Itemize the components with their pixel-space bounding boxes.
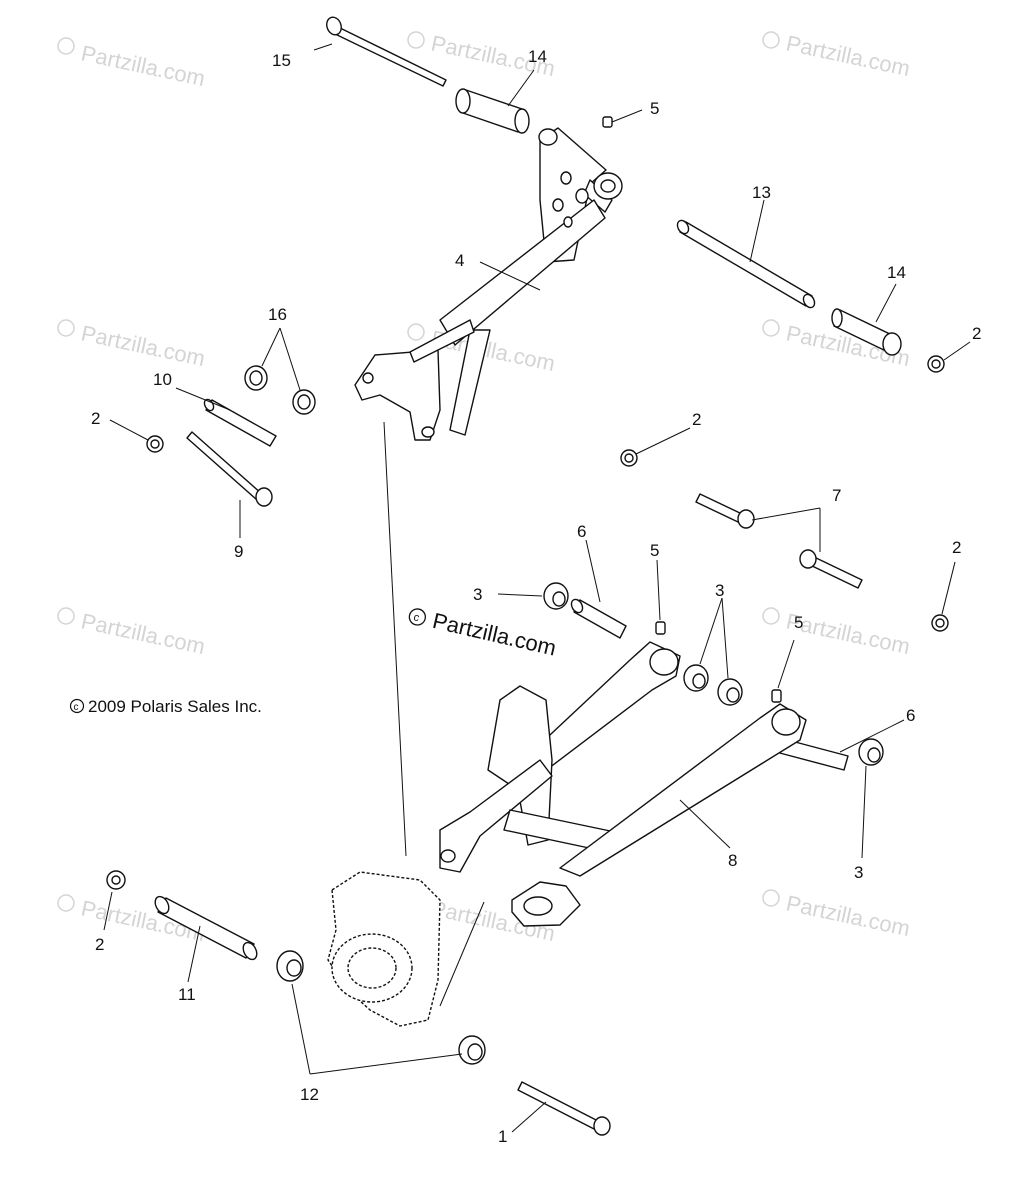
watermark: Partzilla.com [79,320,207,371]
part-7-bolt-a [695,493,755,529]
part-14-bushing-right [831,308,902,356]
part-11-sleeve [154,895,258,961]
copyright-credit: c 2009 Polaris Sales Inc. [69,697,262,716]
part-2-nut-left [146,435,164,453]
callout-2: 2 [95,935,104,954]
part-15-bolt [326,16,447,87]
callout-13: 13 [752,183,771,202]
callout-14: 14 [887,263,906,282]
watermark: Partzilla.com [79,608,207,659]
callout-3: 3 [715,581,724,600]
part-4-upper-a-arm [354,127,623,441]
part-3-bushing-a [543,582,569,610]
part-3-bushing-d [858,738,884,766]
callout-7: 7 [832,486,841,505]
part-5-fitting-mid [655,621,666,635]
ref-line-long [383,421,407,857]
part-16-bushing-a [244,365,268,391]
part-12-bushing-a [276,950,304,982]
part-16-bushing-b [292,389,316,415]
callout-5: 5 [650,99,659,118]
part-6-sleeve-a [570,598,627,639]
copyright-text: 2009 Polaris Sales Inc. [88,697,262,716]
part-2-nut-center [620,449,638,467]
svg-text:c: c [74,702,79,713]
callout-5: 5 [794,613,803,632]
part-14-bushing-top [455,88,530,134]
part-10-sleeve [203,398,277,447]
callout-2: 2 [952,538,961,557]
part-5-fitting-top [602,116,613,128]
callout-3: 3 [473,585,482,604]
callout-10: 10 [153,370,172,389]
part-3-bushing-c [717,678,743,706]
callout-2: 2 [91,409,100,428]
part-7-bolt-b [799,549,863,589]
part-2-nut-bottom-left [106,870,126,890]
callout-9: 9 [234,542,243,561]
part-9-bolt [186,431,273,507]
watermark: Partzilla.com [79,40,207,91]
watermark: Partzilla.com [784,890,912,941]
callout-11: 11 [178,985,196,1004]
center-watermark: c Partzilla.com [408,608,559,661]
part-8-lower-a-arm [439,641,807,927]
callout-12: 12 [300,1085,319,1104]
callout-2: 2 [692,410,701,429]
callout-4: 4 [455,251,464,270]
center-watermark-text: Partzilla.com [430,608,558,661]
part-2-nut-right-mid [931,614,949,632]
ref-line-short [439,901,485,1007]
callout-1: 1 [498,1127,507,1146]
callout-15: 15 [272,51,291,70]
part-12-bushing-b [458,1035,486,1065]
part-3-bushing-b [683,664,709,692]
callout-5: 5 [650,541,659,560]
callout-8: 8 [728,851,737,870]
part-5-fitting-right [771,689,782,703]
callout-6: 6 [577,522,586,541]
callout-14: 14 [528,47,547,66]
callout-2: 2 [972,324,981,343]
part-1-bolt [517,1081,611,1136]
callout-group: 15 14 5 4 13 14 2 16 10 2 9 2 7 2 6 5 3 … [91,47,981,1146]
svg-text:c: c [412,611,421,624]
callout-6: 6 [906,706,915,725]
part-2-nut-right-top [927,355,945,373]
part-13-rod [676,219,816,309]
knuckle [327,871,441,1027]
watermark: Partzilla.com [784,30,912,81]
callout-16: 16 [268,305,287,324]
callout-3: 3 [854,863,863,882]
